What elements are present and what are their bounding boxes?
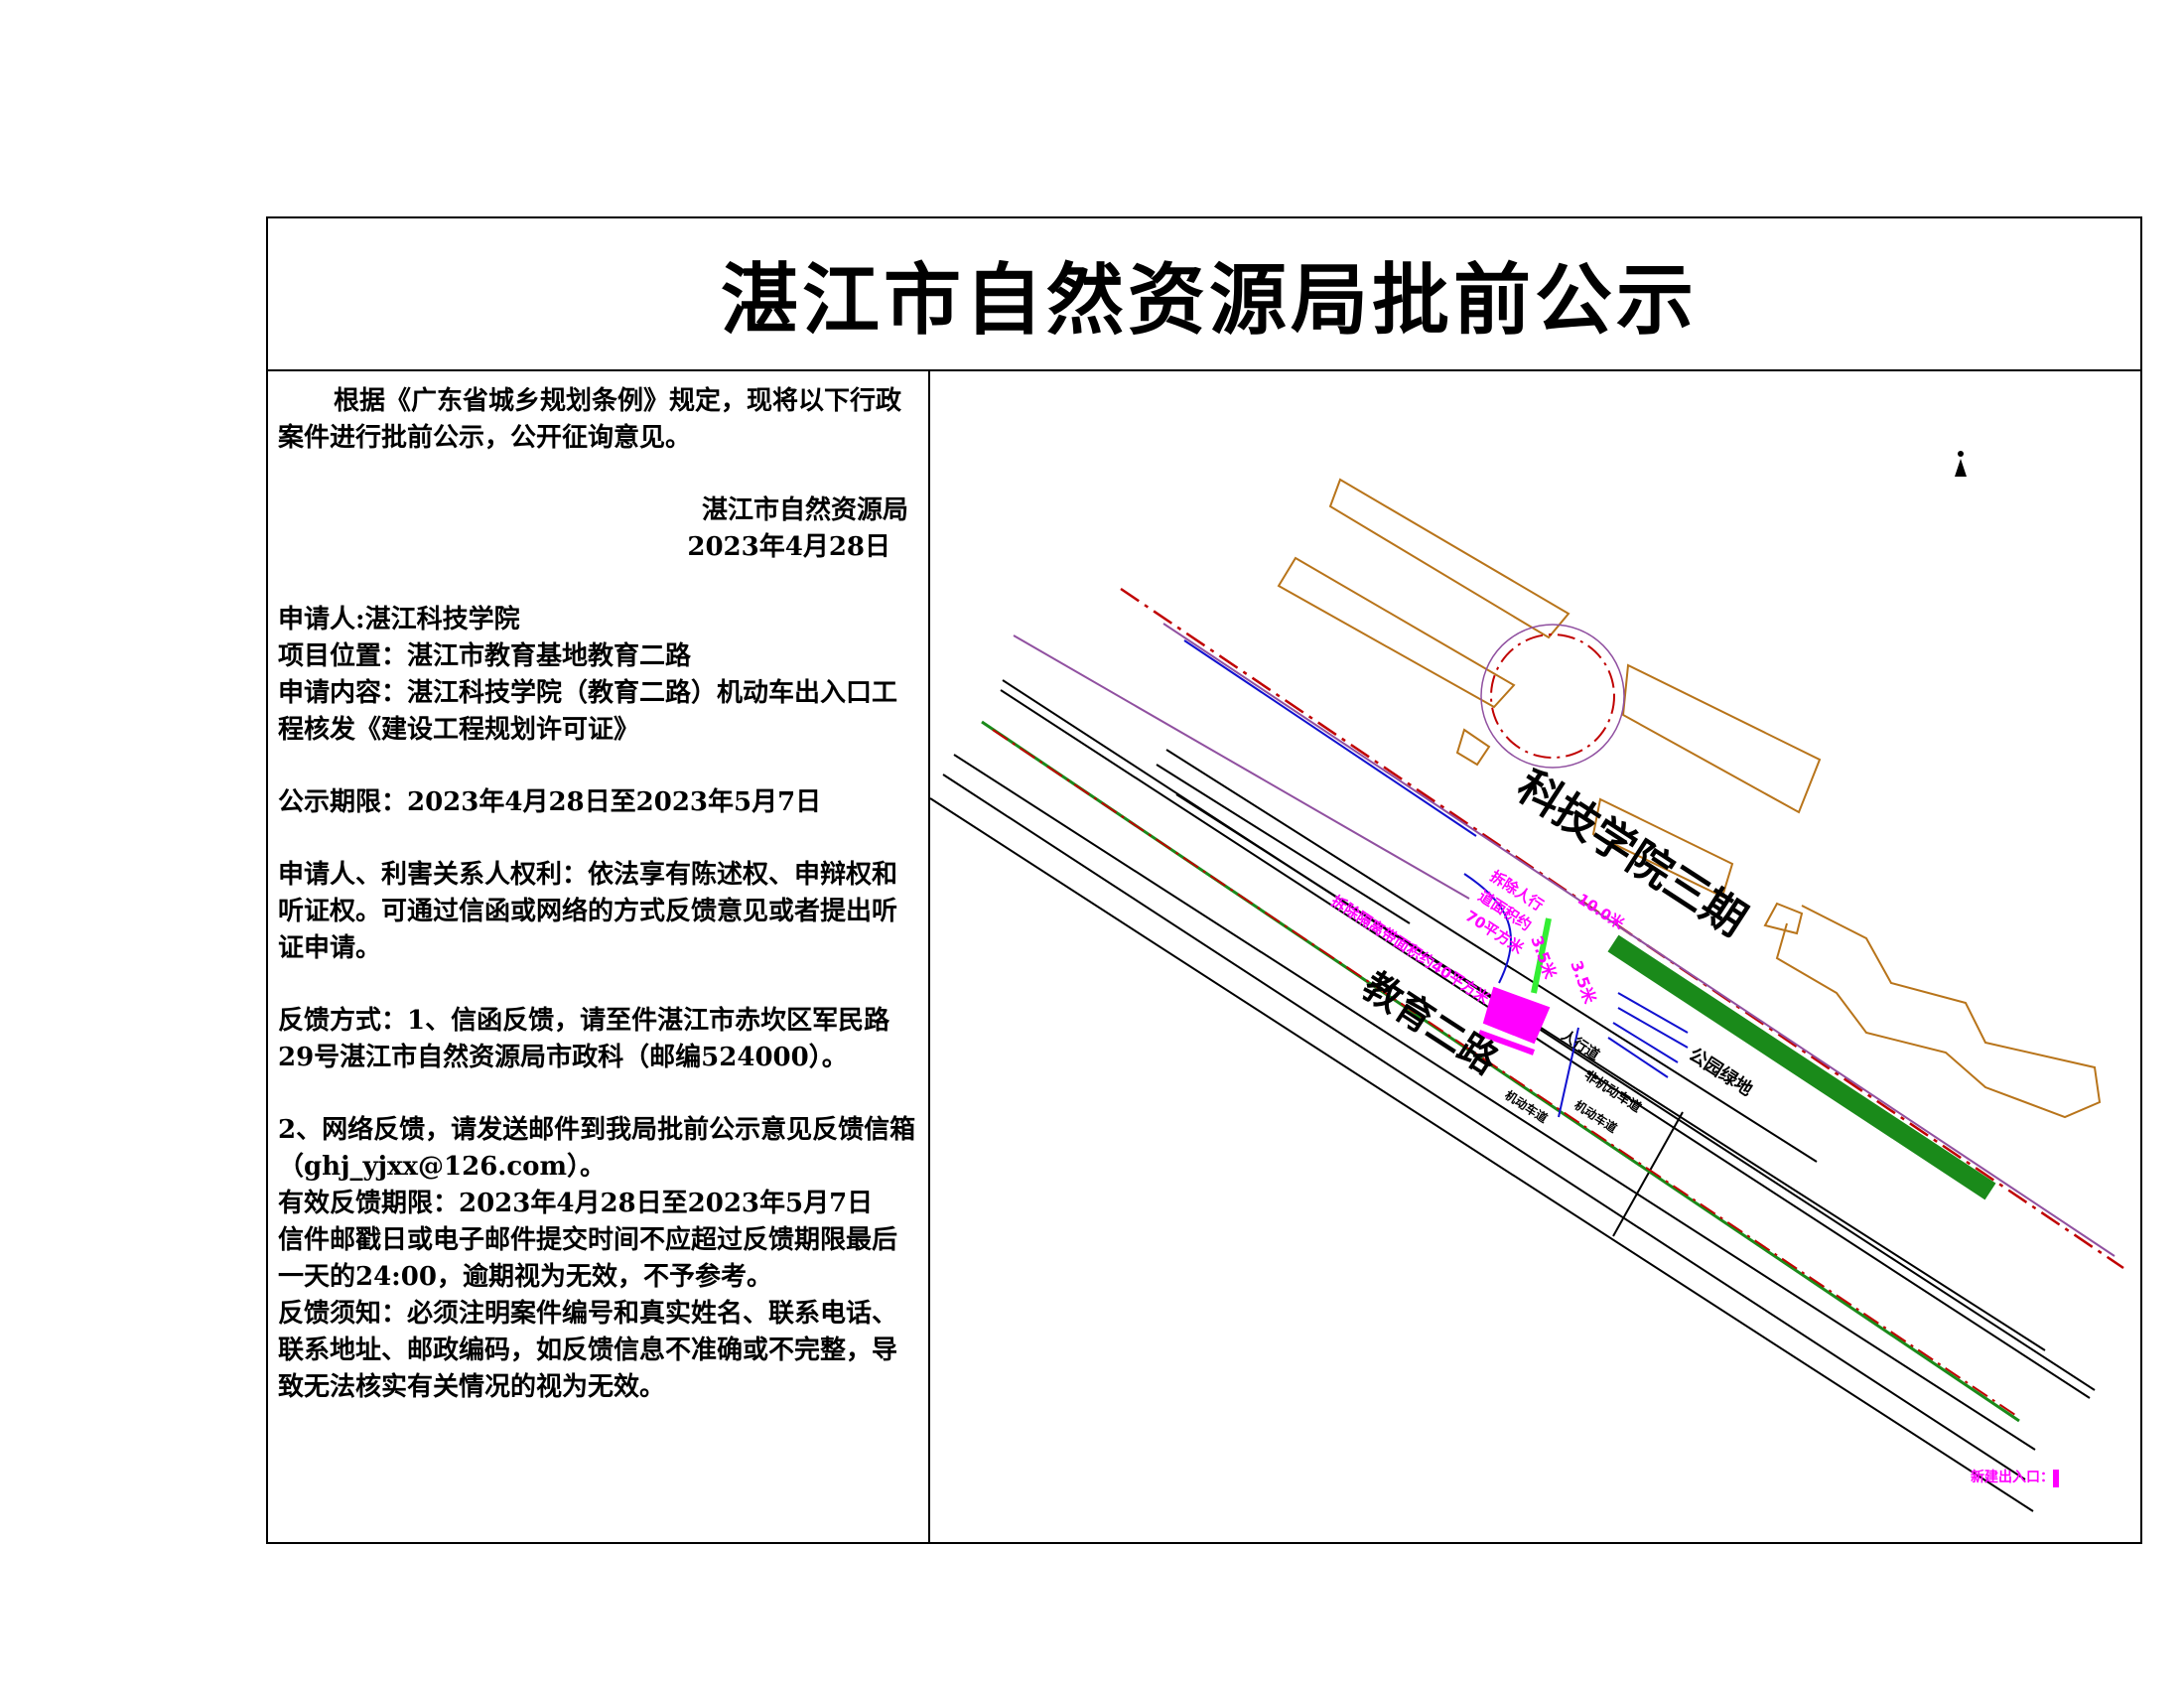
lane-width-1: 3.5米 bbox=[1527, 933, 1560, 982]
feedback-email: 2、网络反馈，请发送邮件到我局批前公示意见反馈信箱（ghj_yjxx@126.c… bbox=[278, 1115, 916, 1182]
applicant: 申请人:湛江科技学院 bbox=[278, 605, 520, 634]
entrance-marker bbox=[2053, 1470, 2059, 1487]
purple-boundary bbox=[1013, 634, 1470, 900]
application-content: 申请内容：湛江科技学院（教育二路）机动车出入口工程核发《建设工程规划许可证》 bbox=[278, 678, 898, 745]
page-title: 湛江市自然资源局批前公示 bbox=[720, 255, 1698, 346]
lane-width-2: 3.5米 bbox=[1567, 958, 1599, 1007]
park-label: 公园绿地 bbox=[1685, 1044, 1756, 1101]
blue-line bbox=[1183, 639, 1477, 837]
deadline: 信件邮戳日或电子邮件提交时间不应超过反馈期限最后一天的24:00，逾期视为无效，… bbox=[278, 1225, 898, 1292]
removed-median-hatch bbox=[1482, 986, 1551, 1045]
blue-lines-park bbox=[1607, 992, 1689, 1078]
roundabout bbox=[1490, 633, 1615, 759]
notice-period: 公示期限：2023年4月28日至2023年5月7日 bbox=[278, 787, 822, 817]
notice-text-panel: 根据《广东省城乡规划条例》规定，现将以下行政案件进行批前公示，公开征询意见。 湛… bbox=[268, 371, 930, 1544]
valid-period: 有效反馈期限：2023年4月28日至2023年5月7日 bbox=[278, 1189, 874, 1218]
road-lines bbox=[929, 679, 2096, 1512]
motor-lane-label-2: 机动车道 bbox=[1571, 1097, 1619, 1136]
north-arrow-icon bbox=[1955, 451, 1967, 477]
motor-lane-label-1: 机动车道 bbox=[1502, 1087, 1550, 1126]
notice-intro: 根据《广东省城乡规划条例》规定，现将以下行政案件进行批前公示，公开征询意见。 bbox=[278, 386, 902, 453]
title-row: 湛江市自然资源局批前公示 bbox=[268, 218, 2140, 371]
rights: 申请人、利害关系人权利：依法享有陈述权、申辩权和听证权。可通过信函或网络的方式反… bbox=[278, 860, 898, 963]
notice-frame: 湛江市自然资源局批前公示 根据《广东省城乡规划条例》规定，现将以下行政案件进行批… bbox=[266, 216, 2142, 1544]
issuer: 湛江市自然资源局 bbox=[701, 495, 908, 525]
green-median bbox=[981, 720, 2020, 1423]
width-top-label: 10.0米 bbox=[1574, 890, 1628, 933]
project-location: 项目位置：湛江市教育基地教育二路 bbox=[278, 641, 692, 671]
new-entrance-label: 新建出入口： bbox=[1971, 1469, 2054, 1485]
issue-date: 2023年4月28日 bbox=[687, 532, 890, 562]
green-belt bbox=[1607, 934, 1996, 1200]
feedback-letter: 反馈方式：1、信函反馈，请至件湛江市赤坎区军民路29号湛江市自然资源局市政科（邮… bbox=[278, 1006, 890, 1072]
requirements: 反馈须知：必须注明案件编号和真实姓名、联系电话、联系地址、邮政编码，如反馈信息不… bbox=[278, 1299, 898, 1402]
campus-label: 科技学院三期 bbox=[1508, 761, 1755, 946]
